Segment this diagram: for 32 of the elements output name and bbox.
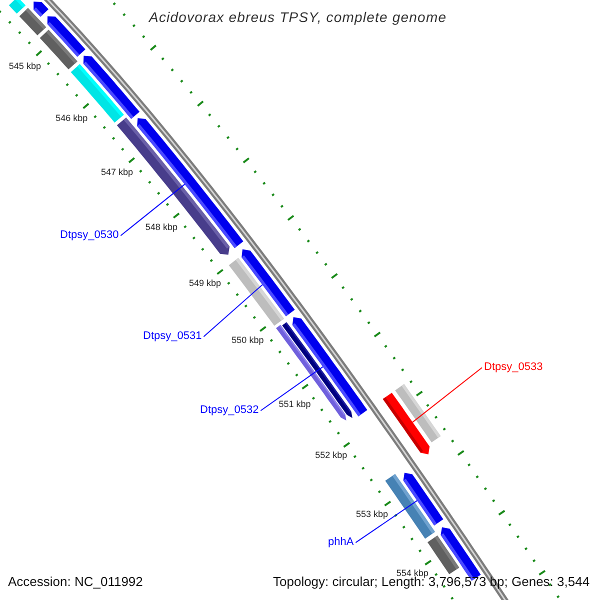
scale-label: 551 kbp [278,399,311,410]
scale-label: 546 kbp [56,112,88,124]
scale-label: 547 kbp [101,166,134,178]
scale-label: 548 kbp [145,222,178,233]
gene-feature [40,30,78,70]
scale-label: 552 kbp [315,450,348,462]
leader-line [260,366,324,412]
scale-label: 553 kbp [356,508,388,520]
gene-label: phhA [328,536,354,550]
leader-line [412,367,482,423]
gene-feature [428,536,460,574]
gene-feature [228,258,284,326]
leader-line [120,184,186,236]
gene-feature [395,384,441,442]
gene-feature [137,118,244,248]
leader-line [355,500,418,544]
scale-label: 545 kbp [8,60,41,72]
title: Acidovorax ebreus TPSY, complete genome [149,9,447,26]
scale-label: 550 kbp [232,334,264,346]
gene-label: Dtpsy_0531 [143,330,202,344]
gene-feature [19,8,46,36]
gene-feature [70,64,124,123]
accession-text: Accession: NC_011992 [8,574,143,590]
gene-feature [292,317,368,416]
gene-feature [403,472,444,526]
gene-label: Dtpsy_0530 [60,229,119,242]
gene-label: Dtpsy_0533 [484,361,543,374]
scale-label: 549 kbp [188,278,221,289]
gene-label: Dtpsy_0532 [200,404,259,418]
gene-feature [8,0,26,14]
gene-feature [34,2,48,17]
leader-line [203,284,263,338]
